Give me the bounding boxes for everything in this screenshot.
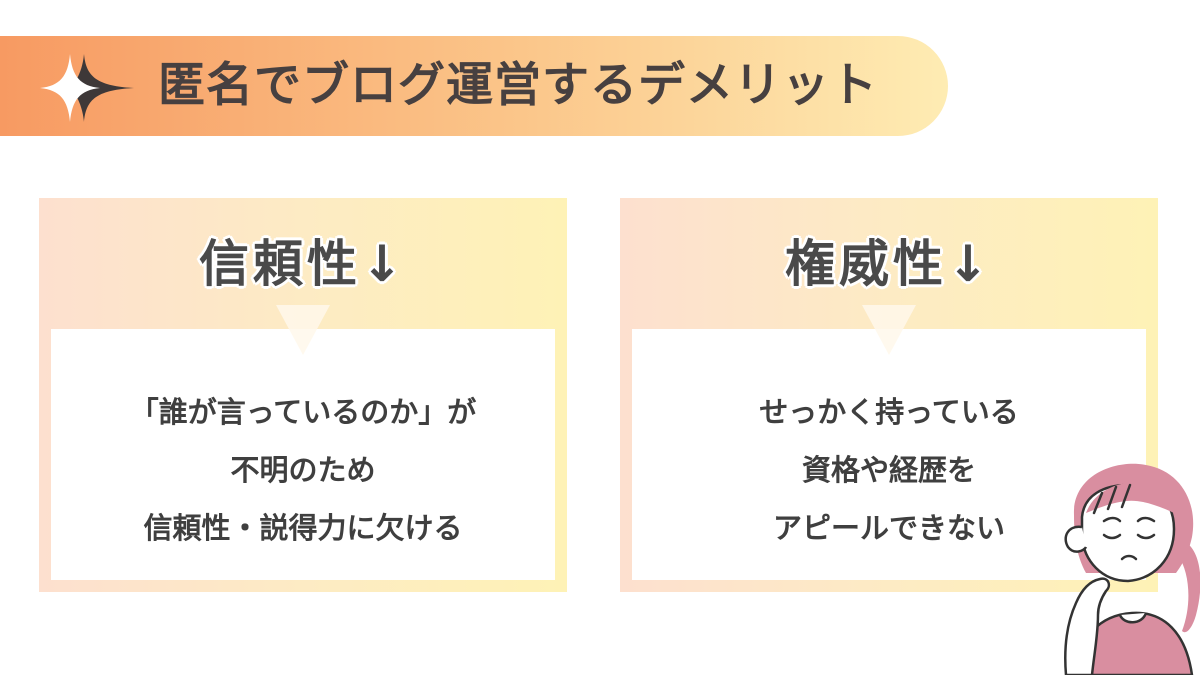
card-text: せっかく持っている 資格や経歴を アピールできない — [632, 383, 1146, 557]
card-heading: 権威性↓ — [785, 235, 993, 293]
card-line: 「誰が言っているのか」が — [129, 395, 477, 429]
card-text: 「誰が言っているのか」が 不明のため 信頼性・説得力に欠ける — [51, 383, 555, 557]
card-line: 資格や経歴を — [801, 453, 976, 487]
card-body: せっかく持っている 資格や経歴を アピールできない — [632, 329, 1146, 580]
card-line: アピールできない — [772, 511, 1005, 545]
title-banner: 匿名でブログ運営するデメリット — [0, 36, 948, 136]
card-heading: 信頼性↓ — [199, 235, 407, 293]
page-title: 匿名でブログ運営するデメリット — [158, 58, 878, 113]
sparkle-icon — [40, 54, 134, 122]
card-line: 不明のため — [230, 453, 376, 487]
card-line: 信頼性・説得力に欠ける — [143, 511, 463, 545]
card-trust: 信頼性↓ 「誰が言っているのか」が 不明のため 信頼性・説得力に欠ける — [39, 198, 567, 592]
card-body: 「誰が言っているのか」が 不明のため 信頼性・説得力に欠ける — [51, 329, 555, 580]
card-authority: 権威性↓ せっかく持っている 資格や経歴を アピールできない — [620, 198, 1158, 592]
worried-woman-illustration — [1064, 463, 1200, 675]
card-line: せっかく持っている — [759, 395, 1019, 429]
